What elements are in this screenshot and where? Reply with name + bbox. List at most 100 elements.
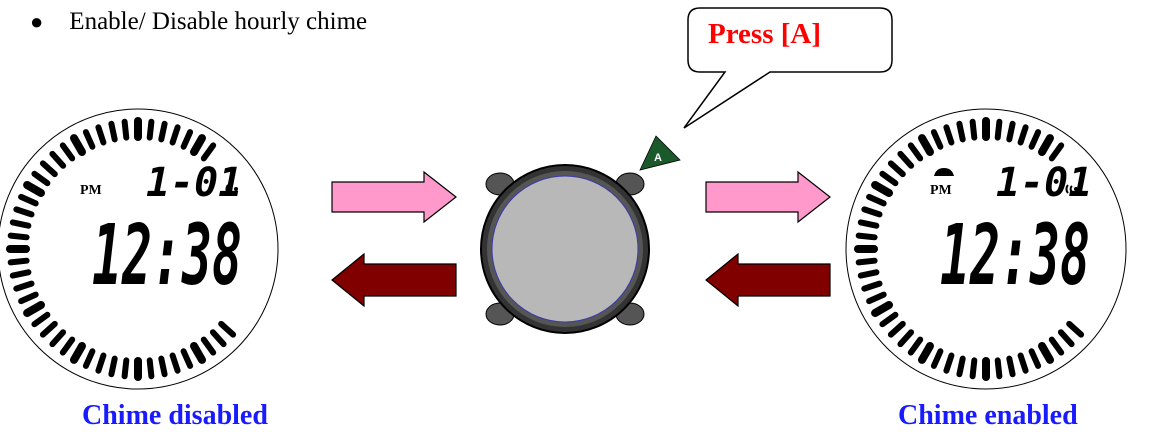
date-right: 1-01 [996, 160, 1092, 206]
right-tick-mark [1038, 342, 1054, 364]
right-tick-mark [871, 301, 893, 317]
left-tick-mark [200, 336, 217, 356]
time-right: 12:38 [940, 206, 1090, 304]
left-tick-mark [31, 311, 51, 328]
right-tick-mark [994, 118, 1003, 141]
right-tick-mark [1038, 134, 1054, 156]
button-a-label: A [654, 152, 662, 164]
left-tick-mark [158, 120, 168, 143]
right-tick-mark [969, 118, 978, 141]
right-tick-mark [887, 320, 906, 338]
back-arrow-right [705, 252, 831, 308]
caption-chime-disabled: Chime disabled [82, 400, 268, 431]
left-tick-mark [190, 342, 206, 364]
left-tick-mark [31, 170, 51, 187]
left-tick-mark [121, 357, 130, 380]
bullet-icon: ● [30, 9, 44, 34]
right-tick-mark [943, 352, 955, 374]
left-tick-mark [59, 336, 76, 356]
left-tick-mark [23, 181, 45, 197]
left-tick-mark [209, 329, 227, 348]
watch-face-left: PM 1-01 12:38 [0, 108, 279, 390]
left-tick-mark [146, 118, 155, 141]
right-tick-mark [1017, 124, 1029, 146]
right-tick-mark [871, 181, 893, 197]
right-tick-mark [1048, 336, 1065, 356]
caption-chime-enabled: Chime enabled [898, 400, 1078, 431]
right-tick-mark [956, 355, 966, 378]
right-tick-mark [879, 170, 899, 187]
bullet-item: ● Enable/ Disable hourly chime [30, 8, 367, 36]
forward-arrow-right [705, 170, 831, 224]
watch-face-right: PM 1-01 12:38 [845, 108, 1127, 390]
right-tick-mark [930, 348, 944, 369]
right-tick-mark [1048, 142, 1065, 162]
right-tick-mark [1006, 355, 1016, 378]
left-tick-mark [59, 142, 76, 162]
alarm-icon-right [1065, 184, 1078, 194]
right-tick-mark [866, 193, 887, 207]
right-tick-mark [1057, 329, 1075, 348]
right-tick-mark [994, 357, 1003, 380]
left-tick-mark [7, 232, 30, 241]
callout-bubble [683, 7, 893, 129]
right-tick-mark [918, 342, 934, 364]
ampm-right: PM [930, 183, 952, 198]
left-tick-mark [49, 329, 67, 348]
left-tick-mark [158, 355, 168, 378]
right-tick-mark [866, 291, 887, 305]
left-tick-mark [108, 355, 118, 378]
left-tick-mark [7, 257, 30, 266]
right-tick-mark [887, 160, 906, 178]
right-tick-mark [855, 232, 878, 241]
time-left: 12:38 [92, 206, 242, 304]
right-tick-mark [857, 219, 880, 229]
left-tick-mark [82, 348, 96, 369]
left-tick-mark [180, 348, 194, 369]
right-tick-mark [969, 357, 978, 380]
right-bezel-outline [845, 108, 1127, 390]
bullet-text: Enable/ Disable hourly chime [69, 8, 368, 35]
left-tick-mark [200, 142, 217, 162]
right-tick-mark [1028, 348, 1042, 369]
date-left: 1-01 [146, 160, 242, 206]
left-tick-mark [49, 150, 67, 169]
right-tick-mark [907, 336, 924, 356]
left-tick-mark [13, 206, 35, 218]
left-tick-mark [218, 320, 237, 338]
left-tick-mark [39, 320, 58, 338]
ampm-left: PM [80, 183, 102, 198]
forward-arrow-left [331, 170, 457, 224]
left-tick-mark [169, 352, 181, 374]
left-tick-mark [23, 301, 45, 317]
right-tick-mark [956, 120, 966, 143]
chime-bell-icon [934, 168, 954, 176]
right-tick-mark [897, 150, 915, 169]
right-tick-mark [1017, 352, 1029, 374]
left-bezel-outline [0, 108, 279, 390]
back-arrow-left [331, 252, 457, 308]
left-tick-mark [18, 291, 39, 305]
left-tick-mark [39, 160, 58, 178]
callout-text: Press [A] [708, 18, 822, 50]
right-tick-mark [1006, 120, 1016, 143]
left-tick-mark [82, 129, 96, 150]
watch-device [480, 164, 650, 334]
right-tick-mark [857, 269, 880, 279]
right-tick-mark [907, 142, 924, 162]
left-tick-mark [70, 134, 86, 156]
tick-ring-right [845, 108, 1127, 390]
left-tick-mark [180, 129, 194, 150]
left-tick-mark [146, 357, 155, 380]
left-tick-mark [18, 193, 39, 207]
button-a[interactable]: A [639, 135, 681, 171]
tick-ring-left [0, 108, 279, 390]
left-tick-mark [95, 124, 107, 146]
left-tick-mark [190, 134, 206, 156]
left-tick-mark [121, 118, 130, 141]
right-tick-mark [861, 206, 883, 218]
right-tick-mark [930, 129, 944, 150]
left-tick-mark [108, 120, 118, 143]
right-tick-mark [943, 124, 955, 146]
